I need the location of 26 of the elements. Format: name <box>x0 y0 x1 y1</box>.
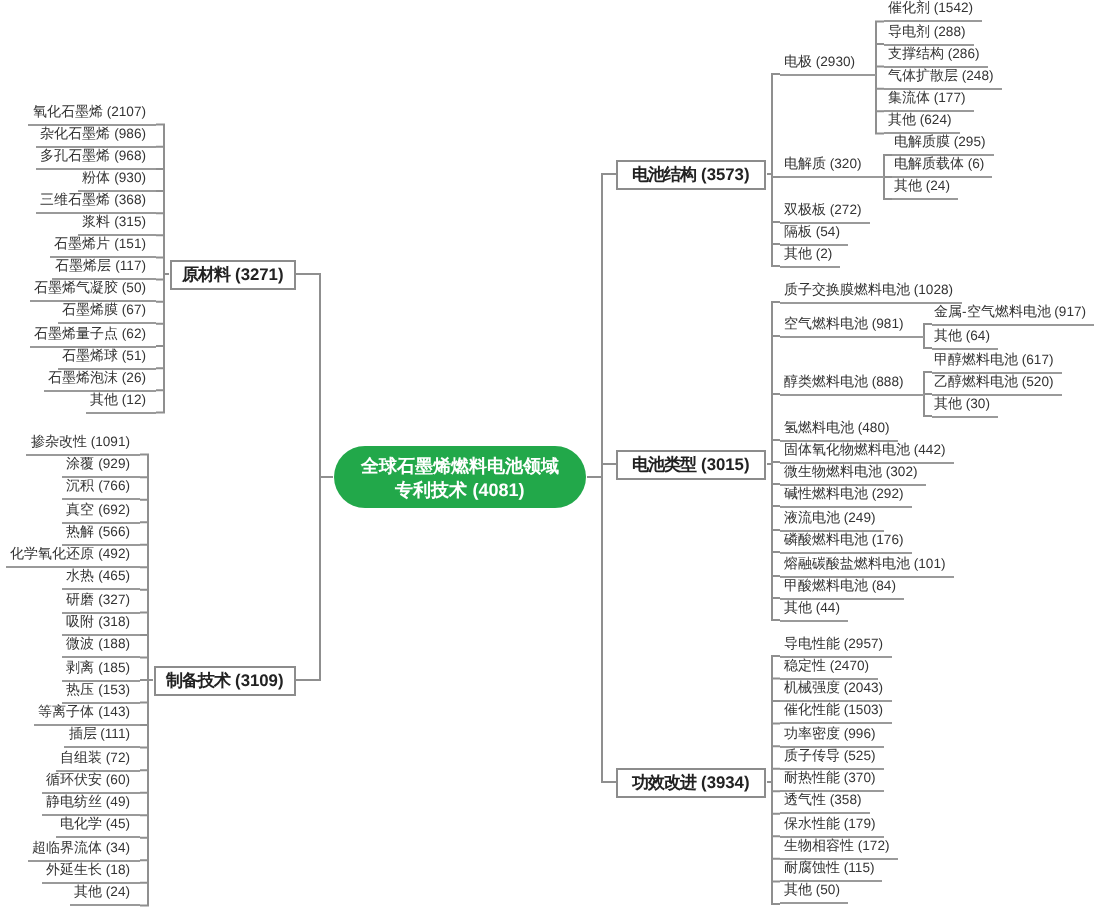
branch-box: 制备技术 (3109) <box>154 665 296 695</box>
connector-line <box>883 176 893 200</box>
connector-line <box>923 335 933 349</box>
connector-line <box>586 476 617 783</box>
connector-line <box>155 273 170 414</box>
connector-line <box>923 393 933 395</box>
connector-line <box>923 393 933 417</box>
connector-line <box>766 73 781 175</box>
branch-box: 电池类型 (3015) <box>616 449 766 479</box>
branch-box: 原材料 (3271) <box>170 259 296 289</box>
connector-line <box>875 65 885 75</box>
connector-line <box>295 476 334 681</box>
connector-line <box>883 176 893 178</box>
central-topic: 全球石墨烯燃料电池领域专利技术 (4081) <box>334 446 586 508</box>
connector-line <box>923 371 933 395</box>
branch-box: 功效改进 (3934) <box>616 767 766 797</box>
connector-line <box>766 439 781 465</box>
connector-line <box>875 73 885 135</box>
connector-line <box>139 656 154 681</box>
connector-line <box>923 323 933 337</box>
connector-line <box>766 781 781 905</box>
connector-line <box>766 173 781 267</box>
connector-line <box>883 154 893 178</box>
connector-line <box>155 256 170 275</box>
branch-box: 电池结构 (3573) <box>616 159 766 189</box>
connector-line <box>766 767 781 783</box>
